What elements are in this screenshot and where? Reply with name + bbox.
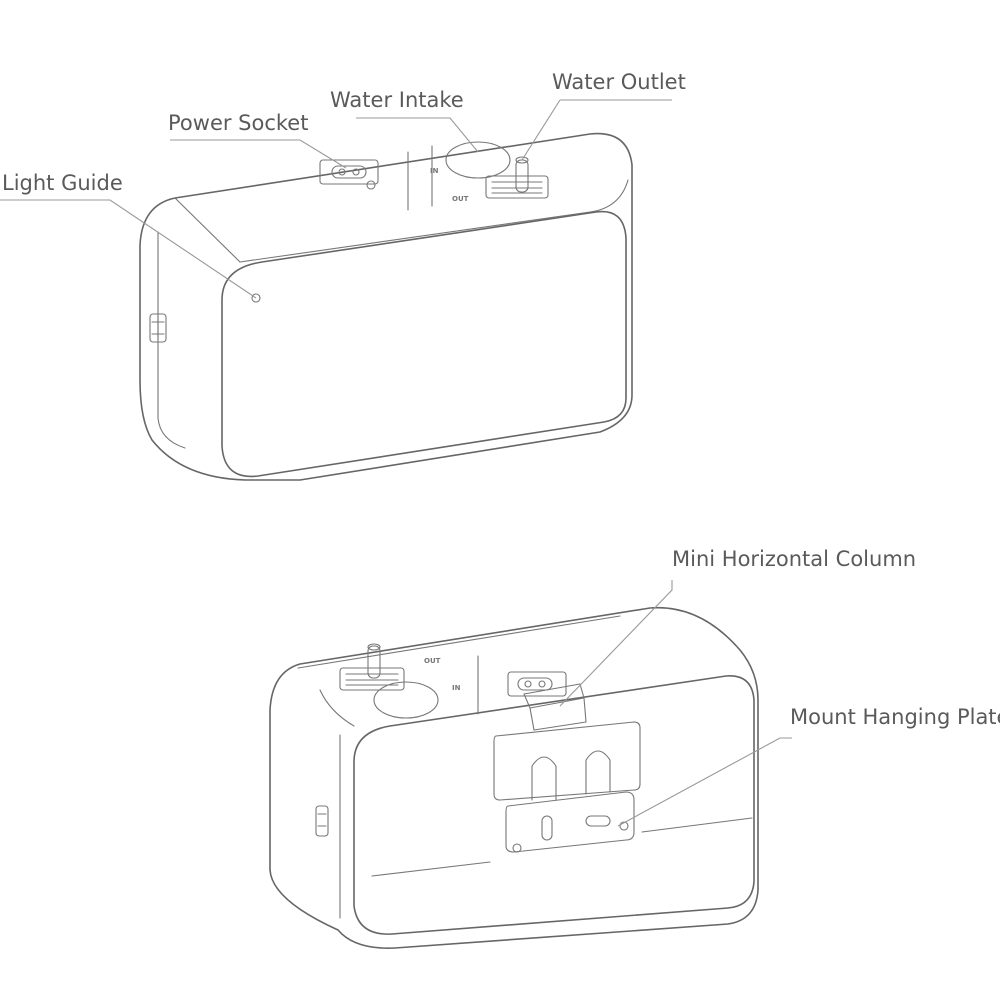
side-connector — [149, 313, 167, 343]
back-in-marking: IN — [452, 684, 461, 692]
power-socket-port — [319, 159, 379, 190]
label-mini-horizontal-column: Mini Horizontal Column — [672, 547, 916, 571]
device-back-view: OUT IN — [269, 606, 759, 949]
light-guide-dot — [251, 293, 261, 303]
water-intake-port — [445, 141, 511, 179]
label-water-outlet: Water Outlet — [552, 70, 686, 94]
mount-hanging-plate — [493, 721, 641, 853]
back-water-intake-port — [373, 681, 439, 719]
label-power-socket: Power Socket — [168, 111, 308, 135]
top-in-marking: IN — [430, 167, 439, 175]
back-out-marking: OUT — [424, 657, 441, 665]
side-connector-back — [315, 805, 329, 837]
mini-horizontal-column — [523, 683, 587, 731]
top-out-marking: OUT — [452, 195, 469, 203]
device-front-view: IN OUT — [139, 132, 633, 481]
label-mount-hanging-plate: Mount Hanging Plate — [790, 705, 1000, 729]
leader-lines — [0, 99, 792, 827]
back-power-socket-port — [507, 671, 567, 697]
water-outlet-port — [485, 156, 549, 199]
label-light-guide: Light Guide — [2, 171, 123, 195]
back-water-outlet-port — [339, 643, 405, 691]
label-water-intake: Water Intake — [330, 88, 464, 112]
